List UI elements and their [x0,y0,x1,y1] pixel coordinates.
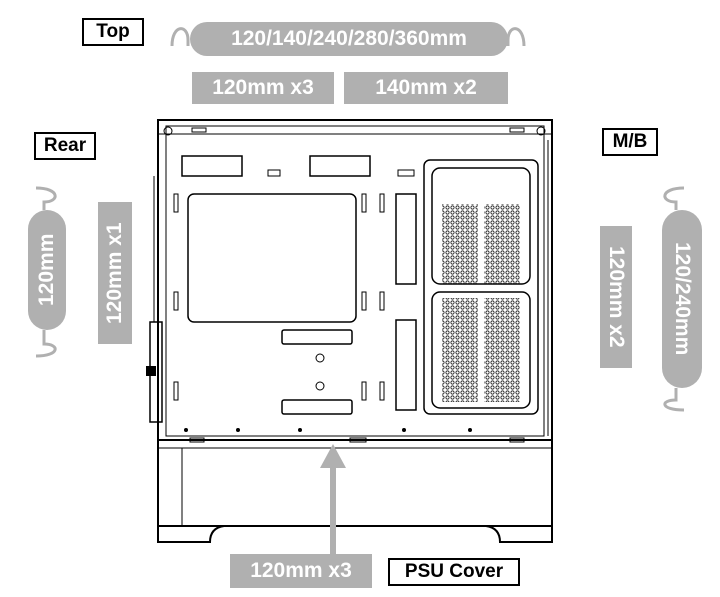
rear-label: Rear [34,132,96,160]
top-label: Top [82,18,144,46]
psu-cover-label: PSU Cover [388,558,520,586]
top-radiator-label: 120/140/240/280/360mm [190,22,508,56]
rear-fan-label: 120mm x1 [98,202,132,344]
mb-fan-label: 120mm x2 [600,226,632,368]
rear-radiator-label: 120mm [28,210,66,330]
top-fan-140-label: 140mm x2 [344,72,508,104]
bottom-fan-label: 120mm x3 [230,554,372,588]
mb-radiator-label: 120/240mm [662,210,702,388]
mb-label: M/B [602,128,658,156]
top-fan-120-label: 120mm x3 [192,72,334,104]
